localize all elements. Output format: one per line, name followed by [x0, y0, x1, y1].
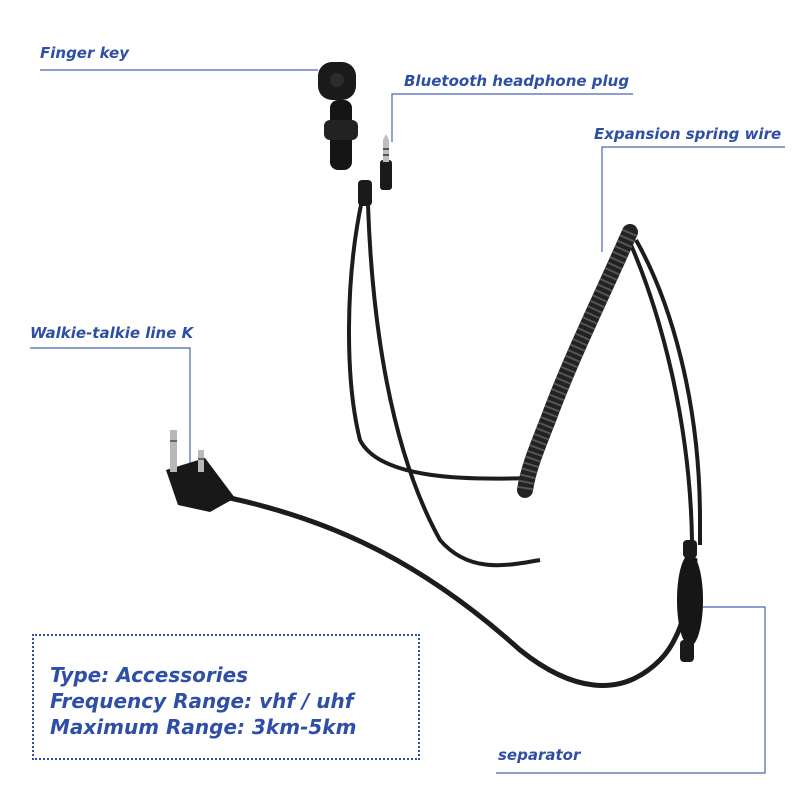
bluetooth-headphone-plug — [380, 134, 392, 190]
label-spring-wire: Expansion spring wire — [594, 125, 782, 143]
finger-key-cable-left — [347, 199, 531, 481]
spec-frequency: Frequency Range: vhf / uhf — [50, 689, 354, 713]
cable-separator — [677, 540, 703, 662]
label-finger-key: Finger key — [40, 44, 129, 62]
label-bluetooth-plug: Bluetooth headphone plug — [404, 72, 630, 90]
spec-range: Maximum Range: 3km-5km — [50, 715, 357, 739]
label-separator: separator — [498, 746, 581, 764]
k-plug-cable — [227, 495, 698, 688]
spec-type: Type: Accessories — [50, 663, 249, 687]
leader-lines — [30, 69, 785, 774]
leader-line-separator — [496, 606, 766, 774]
leader-line-bluetooth-plug — [391, 93, 633, 142]
separator-cable-left — [626, 237, 694, 541]
separator-cable-right — [634, 239, 702, 545]
finger-key-cable-right — [366, 204, 541, 568]
walkie-talkie-k-plug — [166, 430, 235, 512]
label-walkie-talkie-k: Walkie-talkie line K — [30, 324, 194, 342]
spec-box: Type: Accessories Frequency Range: vhf /… — [32, 634, 420, 760]
finger-key-device — [318, 62, 372, 206]
expansion-spring-coil — [517, 224, 638, 498]
leader-line-walkie-talkie-k — [30, 347, 191, 470]
leader-line-spring-wire — [601, 146, 785, 252]
